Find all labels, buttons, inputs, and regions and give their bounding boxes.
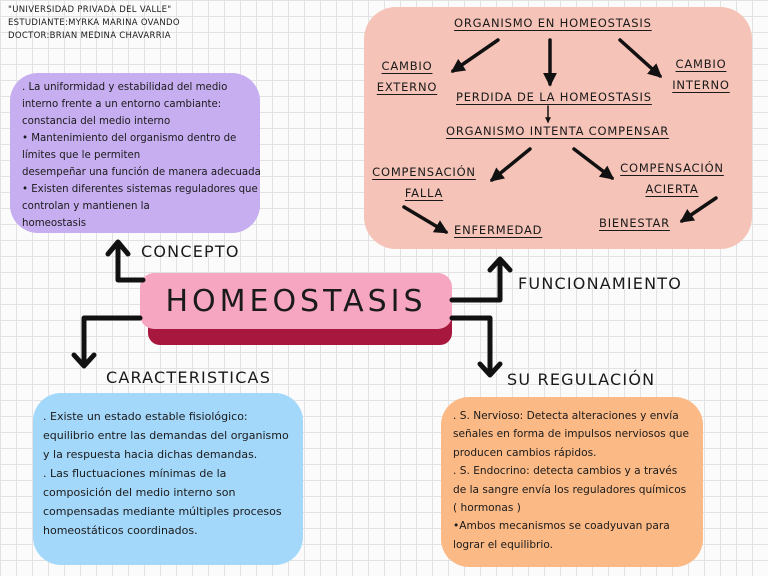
node-compensacion-falla: COMPENSACIÓN FALLA xyxy=(372,162,476,204)
falla-line: FALLA xyxy=(404,186,444,200)
falla-line: COMPENSACIÓN xyxy=(372,165,476,179)
doctor-name: DOCTOR:BRIAN MEDINA CHAVARRIA xyxy=(8,31,171,41)
central-title: HOMEOSTASIS xyxy=(165,283,427,319)
arrowhead-caracteristicas xyxy=(71,352,97,369)
connector-caracteristicas xyxy=(81,315,143,367)
connector-regulacion xyxy=(449,315,493,375)
connector-funcionamiento xyxy=(449,262,503,303)
arrow-to-cambio-externo xyxy=(450,38,500,73)
caracteristicas-line: compensadas mediante múltiples procesos xyxy=(43,505,282,518)
university-name: "UNIVERSIDAD PRIVADA DEL VALLE" xyxy=(8,5,172,15)
caracteristicas-line: homeostáticos coordinados. xyxy=(43,524,198,537)
concepto-line: • Mantenimiento del organismo dentro de xyxy=(22,133,237,144)
concepto-line: constancia del medio interno xyxy=(22,116,171,127)
concepto-line: • Existen diferentes sistemas reguladore… xyxy=(22,184,258,195)
concepto-line: controlan y mantienen la xyxy=(22,201,150,212)
acierta-line: COMPENSACIÓN xyxy=(620,161,724,175)
caracteristicas-line: y la respuesta hacia dichas demandas. xyxy=(43,448,258,461)
regulacion-box xyxy=(441,397,703,567)
regulacion-line: ( hormonas ) xyxy=(453,502,521,515)
arrow-to-acierta xyxy=(572,147,615,180)
caracteristicas-box xyxy=(33,393,303,565)
central-pill: HOMEOSTASIS xyxy=(140,273,452,329)
label-caracteristicas: CARACTERISTICAS xyxy=(106,368,272,387)
regulacion-line: . S. Endocrino: detecta cambios y a trav… xyxy=(453,465,678,478)
regulacion-line: lograr el equilibrio. xyxy=(453,538,554,551)
concepto-text: . La uniformidad y estabilidad del medio… xyxy=(22,79,261,232)
regulacion-line: . S. Nervioso: Detecta alteraciones y en… xyxy=(453,410,679,422)
acierta-line: ACIERTA xyxy=(645,182,699,196)
regulacion-line: •Ambos mecanismos se coadyuvan para xyxy=(453,520,670,533)
arrowhead-regulacion xyxy=(477,361,503,378)
node-compensacion-acierta: COMPENSACIÓN ACIERTA xyxy=(620,158,724,200)
label-concepto: CONCEPTO xyxy=(141,242,240,261)
cambio-externo-line: CAMBIO xyxy=(381,59,433,73)
cambio-interno-line: CAMBIO xyxy=(675,57,727,71)
caracteristicas-line: composición del medio interno son xyxy=(43,486,236,499)
funcionamiento-box xyxy=(364,7,752,249)
caracteristicas-line: . Existe un estado estable fisiológico: xyxy=(43,410,248,423)
regulacion-text: . S. Nervioso: Detecta alteraciones y en… xyxy=(453,407,689,554)
node-cambio-interno: CAMBIO INTERNO xyxy=(668,54,734,96)
node-enfermedad: ENFERMEDAD xyxy=(454,223,543,237)
caracteristicas-line: equilibrio entre las demandas del organi… xyxy=(43,429,289,442)
arrow-to-enfermedad xyxy=(402,205,449,234)
arrow-to-bienestar xyxy=(679,196,718,223)
student-name: ESTUDIANTE:MYRKA MARINA OVANDO xyxy=(8,18,180,28)
author-header: "UNIVERSIDAD PRIVADA DEL VALLE" ESTUDIAN… xyxy=(8,4,180,43)
concepto-line: homeostasis xyxy=(22,218,87,229)
regulacion-line: producen cambios rápidos. xyxy=(453,446,597,459)
node-perdida: PERDIDA DE LA HOMEOSTASIS xyxy=(456,90,652,104)
caracteristicas-text: . Existe un estado estable fisiológico: … xyxy=(43,407,289,540)
caracteristicas-line: . Las fluctuaciones mínimas de la xyxy=(43,467,227,480)
node-intenta-compensar: ORGANISMO INTENTA COMPENSAR xyxy=(446,124,670,138)
node-bienestar: BIENESTAR xyxy=(599,216,670,230)
concepto-line: . La uniformidad y estabilidad del medio xyxy=(22,82,228,93)
regulacion-line: de la sangre envía los reguladores quími… xyxy=(453,483,687,496)
arrowhead-concepto xyxy=(105,239,131,257)
node-organismo-homeostasis: ORGANISMO EN HOMEOSTASIS xyxy=(454,16,652,30)
regulacion-line: señales en forma de impulsos nerviosos q… xyxy=(453,428,690,441)
arrowhead-funcionamiento xyxy=(487,256,513,273)
node-cambio-externo: CAMBIO EXTERNO xyxy=(374,56,440,98)
arrow-to-cambio-interno xyxy=(618,38,663,78)
concepto-line: límites que le permiten xyxy=(22,150,141,161)
concepto-line: desempeñar una función de manera adecuad… xyxy=(22,167,261,178)
label-regulacion: SU REGULACIÓN xyxy=(507,370,656,389)
cambio-externo-line: EXTERNO xyxy=(376,80,438,94)
connector-concepto xyxy=(115,244,146,283)
concepto-line: interno frente a un entorno cambiante: xyxy=(22,99,222,110)
label-funcionamiento: FUNCIONAMIENTO xyxy=(518,274,683,293)
cambio-interno-line: INTERNO xyxy=(672,78,730,92)
arrow-to-falla xyxy=(489,147,532,182)
concepto-box xyxy=(10,73,260,233)
